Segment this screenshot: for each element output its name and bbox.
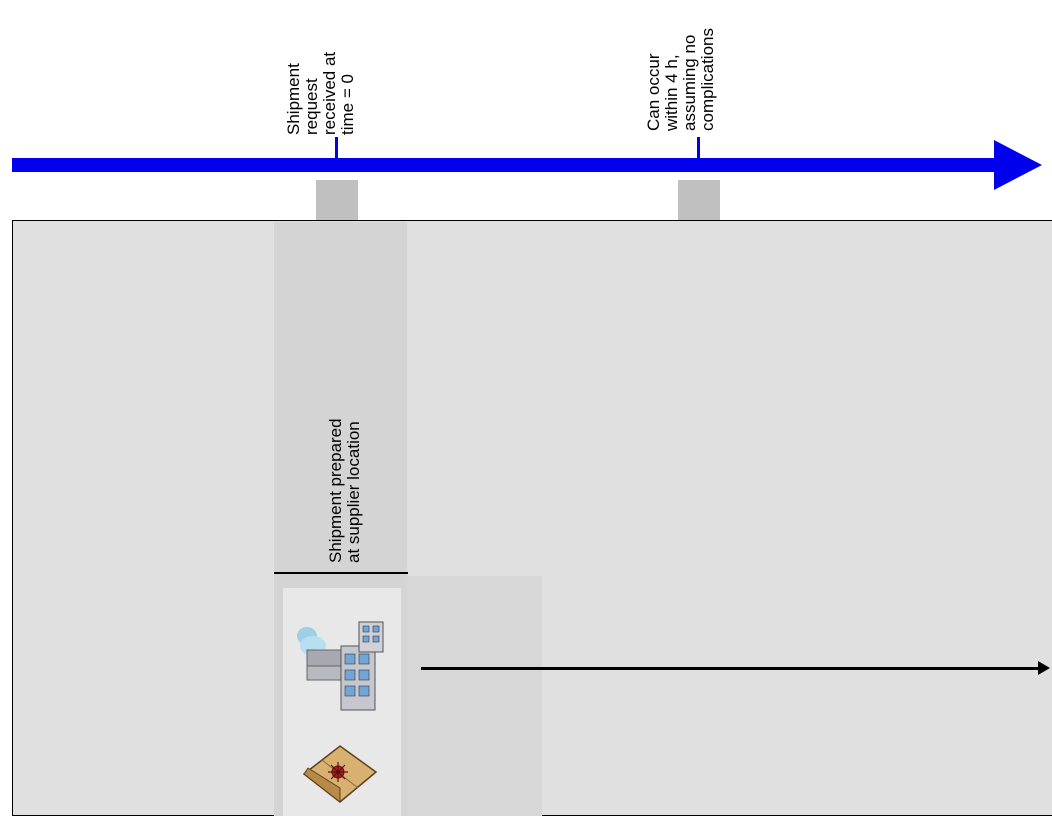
flow-arrowhead <box>1038 661 1050 675</box>
event-label-4h: Can occur within 4 h, assuming no compli… <box>644 28 717 131</box>
event-marker-request <box>316 180 358 220</box>
timeline-tick-4h <box>697 137 700 161</box>
timeline-tick-request <box>335 137 338 161</box>
event-label-request: Shipment request received at time = 0 <box>284 51 357 135</box>
adjacent-step-box <box>407 576 542 816</box>
timeline-shaft <box>12 158 996 172</box>
timeline-arrowhead <box>994 140 1042 190</box>
step-label-shipment-prepared: Shipment prepared at supplier location <box>326 418 363 563</box>
event-marker-4h <box>678 180 720 220</box>
factory-icon <box>297 621 384 711</box>
column-divider <box>274 572 408 574</box>
flow-arrow-line <box>421 667 1041 670</box>
package-icon <box>302 745 378 804</box>
